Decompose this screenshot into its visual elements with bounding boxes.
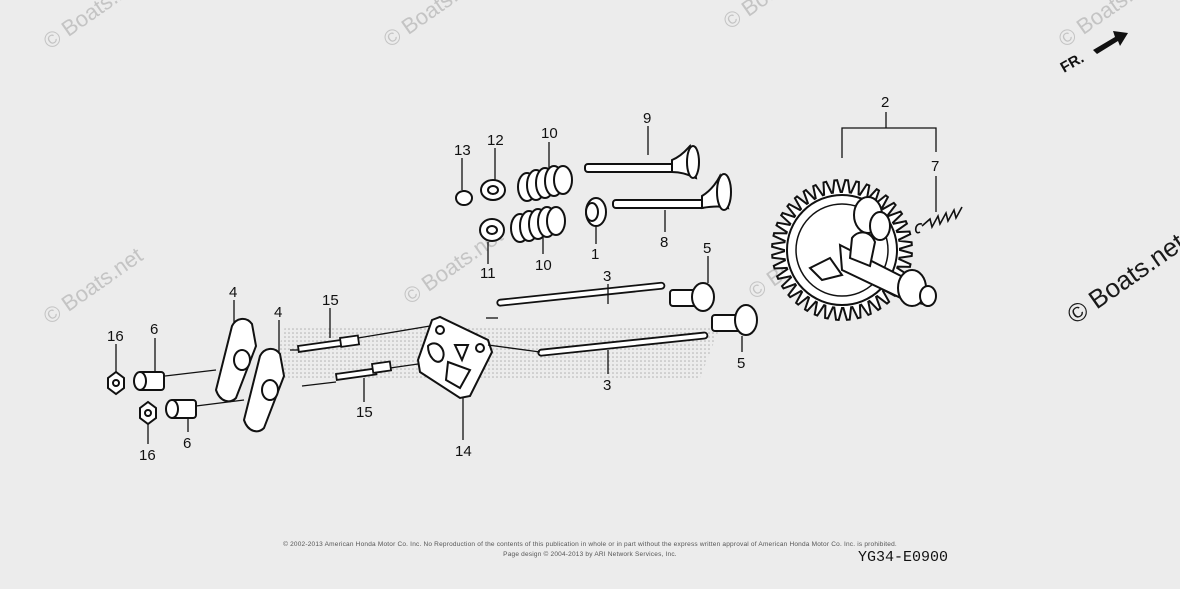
callout-1: 1 <box>591 246 599 263</box>
diagram-code: YG34-E0900 <box>858 549 949 566</box>
callout-6-upper: 6 <box>150 321 158 338</box>
callout-12: 12 <box>487 132 504 149</box>
callout-10-lower: 10 <box>535 257 552 274</box>
valve-retainer-exhaust <box>480 179 506 201</box>
exhaust-valve <box>584 143 700 180</box>
watermark-text: © Boats.net <box>719 0 828 34</box>
valve-stem-seal <box>585 197 607 227</box>
rocker-pivot-lower <box>165 399 197 419</box>
callout-16-upper: 16 <box>107 328 124 345</box>
push-rod-lower <box>537 331 709 357</box>
callout-7: 7 <box>931 158 939 175</box>
push-rod-guide-upper <box>669 282 715 312</box>
valve-retainer-intake <box>479 218 505 242</box>
callout-6-lower: 6 <box>183 435 191 452</box>
push-rod-guide-plate <box>416 315 494 400</box>
callout-4-left: 4 <box>229 284 237 301</box>
callout-2: 2 <box>881 94 889 111</box>
valve-cap <box>455 190 473 206</box>
decompressor-spring <box>914 206 963 234</box>
push-rod-upper <box>496 281 666 307</box>
rocker-pivot-upper <box>133 371 165 391</box>
callout-11: 11 <box>480 265 496 282</box>
callout-16-lower: 16 <box>139 447 156 464</box>
intake-valve <box>612 173 732 211</box>
rocker-arm-upper <box>214 318 258 403</box>
callout-5-upper: 5 <box>703 240 711 257</box>
callout-8: 8 <box>660 234 668 251</box>
watermark-text: © Boats.net <box>379 0 488 52</box>
watermark-large: © Boats.net <box>1061 227 1180 330</box>
valve-spring-lower <box>510 206 566 243</box>
callout-4-right: 4 <box>274 304 282 321</box>
watermark-text: © Boats.net <box>39 242 148 329</box>
callout-9: 9 <box>643 110 651 127</box>
callout-13: 13 <box>454 142 471 159</box>
leader-lines <box>115 112 937 444</box>
stud-bolt-lower <box>334 360 393 381</box>
callouts: 2 7 9 8 10 10 12 13 11 1 5 5 3 3 14 15 1… <box>107 94 939 464</box>
callout-5-lower: 5 <box>737 355 745 372</box>
pivot-nut-upper <box>107 370 125 396</box>
page-design-notice: Page design © 2004-2013 by ARI Network S… <box>503 551 677 558</box>
callout-15-lower: 15 <box>356 404 373 421</box>
copyright-notice: © 2002-2013 American Honda Motor Co. Inc… <box>283 541 897 548</box>
callout-10-upper: 10 <box>541 125 558 142</box>
honda-shadow-band <box>270 327 720 378</box>
push-rod-guide-lower <box>711 304 758 336</box>
callout-14: 14 <box>455 443 472 460</box>
watermark-text: © Boats.net <box>39 0 148 54</box>
callout-15-upper: 15 <box>322 292 339 309</box>
callout-3-upper: 3 <box>603 268 611 285</box>
front-label: FR. <box>1058 50 1087 77</box>
rocker-arm-lower <box>242 348 286 433</box>
valve-spring-upper <box>517 165 573 202</box>
callout-3-lower: 3 <box>603 377 611 394</box>
camshaft-gear <box>771 179 937 321</box>
pivot-nut-lower <box>139 400 157 426</box>
stud-bolt-upper <box>296 334 361 353</box>
